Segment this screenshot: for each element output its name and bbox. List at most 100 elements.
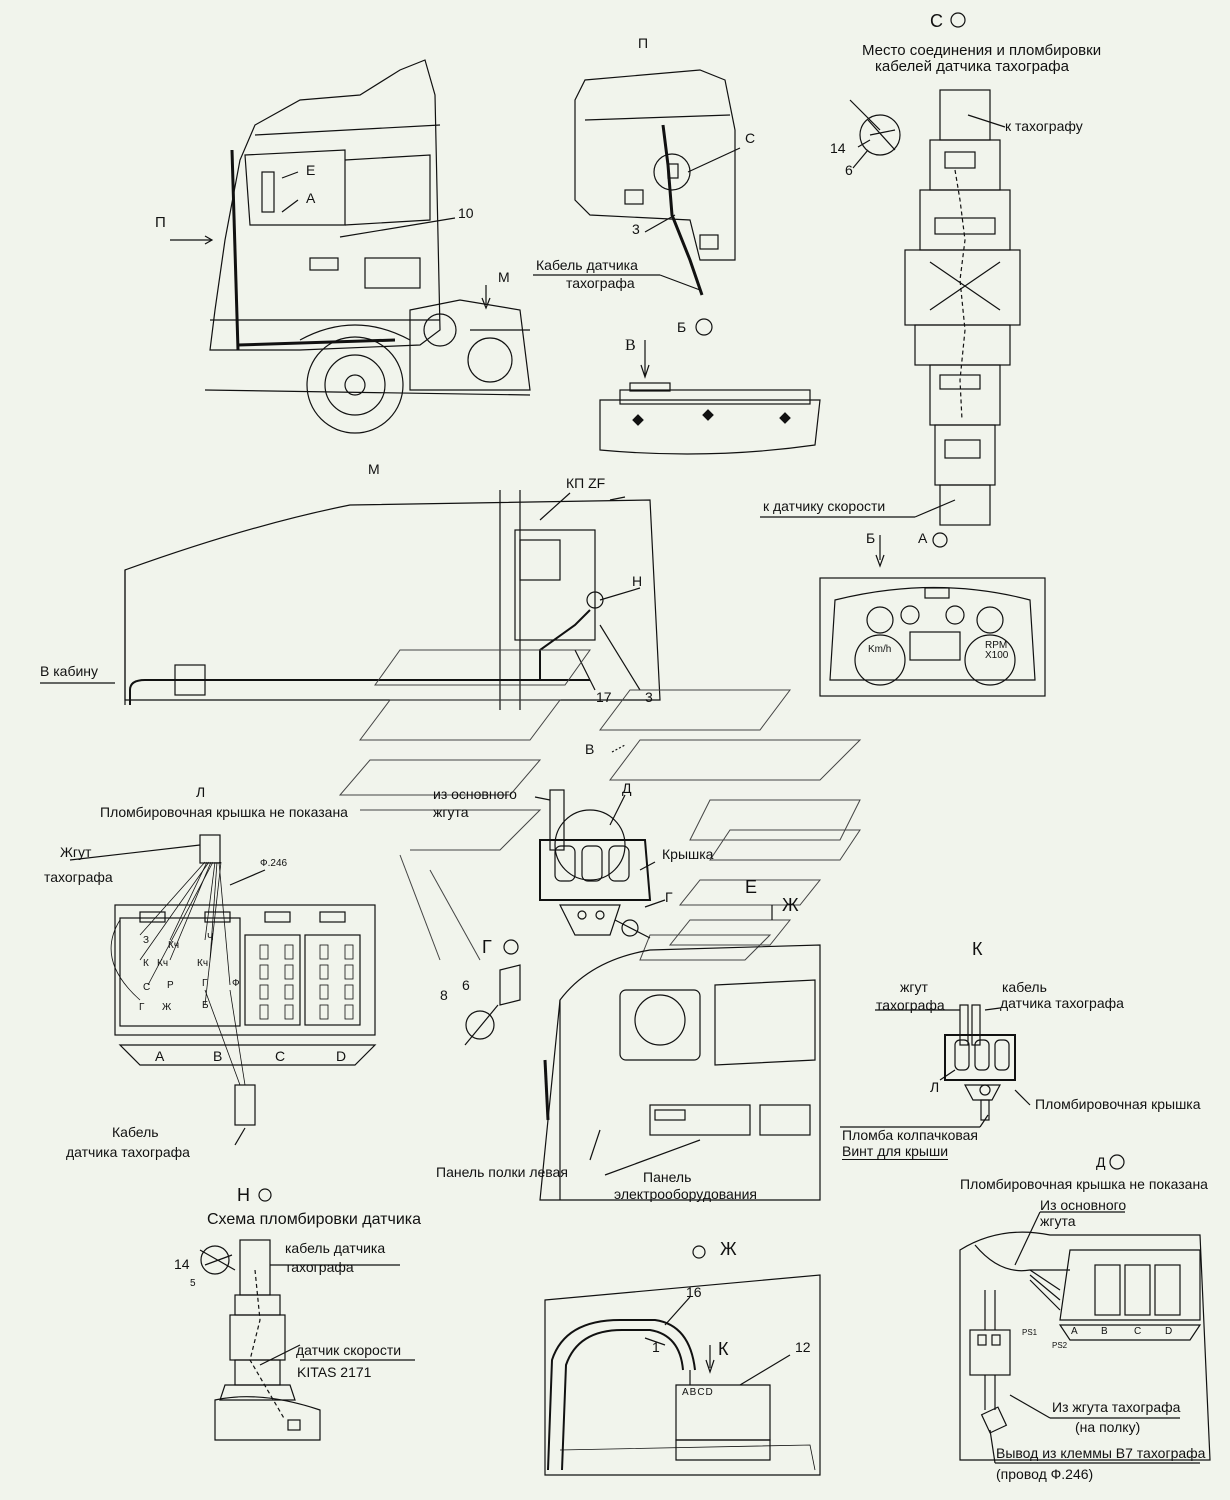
- view-zh-box: [544, 1245, 821, 1476]
- zh-num-1: 1: [652, 1339, 660, 1355]
- view-k-label: К: [972, 939, 983, 959]
- cab-p-arrow-label: П: [155, 214, 166, 231]
- cab-side-view: [170, 59, 531, 434]
- pin-z: З: [143, 935, 150, 946]
- view-g-seal: [464, 939, 521, 1046]
- pin-b: Б: [202, 1000, 209, 1011]
- k-l-label: Л: [930, 1079, 940, 1095]
- g-num-8: 8: [440, 987, 448, 1003]
- elec-panel-1: Панель: [643, 1169, 692, 1185]
- d-block-c: C: [1134, 1326, 1142, 1337]
- view-d-connector: [959, 1154, 1211, 1464]
- pin-kch-2: Кч: [157, 958, 169, 969]
- frame-view-m: [40, 490, 661, 710]
- view-a-ref: А: [918, 530, 928, 546]
- k-cover-label: Пломбировочная крышка: [1035, 1096, 1201, 1112]
- view-s-title-1: Место соединения и пломбировки: [862, 42, 1102, 59]
- view-p-drawing: [533, 69, 741, 336]
- pin-kch-1: Кч: [168, 940, 180, 951]
- center-d-label: Д: [622, 780, 632, 796]
- fuse-block-l: [69, 834, 377, 1146]
- view-v-bracket: [599, 340, 821, 455]
- from-main-1: из основного: [433, 786, 517, 802]
- k-harness-1: жгут: [900, 979, 928, 995]
- to-tachograph-label: к тахографу: [1005, 118, 1083, 134]
- l-harness-2: тахографа: [44, 869, 113, 885]
- block-a: A: [155, 1048, 165, 1064]
- pin-ch: Ч: [207, 932, 214, 943]
- view-n-label: Н: [237, 1185, 250, 1205]
- center-connector: [534, 744, 666, 939]
- k-cable-1: кабель: [1002, 979, 1047, 995]
- screw-label: Винт для крыши: [842, 1143, 949, 1160]
- center-e-label: Е: [745, 877, 758, 897]
- view-p-num-3: 3: [632, 221, 640, 237]
- view-m-label: М: [368, 461, 380, 477]
- center-zh-label: Ж: [782, 895, 799, 915]
- pin-r: Р: [167, 980, 174, 991]
- cab-m-label: М: [498, 269, 510, 285]
- d-from-tacho-2: (на полку): [1075, 1419, 1141, 1435]
- background-chevrons: [338, 649, 862, 961]
- view-s-title-2: кабелей датчика тахографа: [875, 58, 1069, 75]
- d-from-main-2: жгута: [1040, 1213, 1076, 1229]
- to-cab-label: В кабину: [40, 663, 99, 679]
- view-p-cable-2: тахографа: [566, 275, 635, 291]
- view-b-label: Б: [866, 530, 876, 546]
- rpm-label: RPM: [985, 640, 1008, 651]
- block-b: B: [213, 1048, 223, 1064]
- s-num-14: 14: [830, 140, 846, 156]
- d-from-tacho-1: Из жгута тахографа: [1052, 1399, 1181, 1415]
- kp-zf-label: КП ZF: [566, 475, 606, 491]
- l-cable-2: датчика тахографа: [66, 1144, 190, 1160]
- seal-label: Пломба колпачковая: [842, 1127, 979, 1143]
- view-n-title: Схема пломбировки датчика: [207, 1211, 422, 1228]
- d-out-2: (провод Ф.246): [996, 1466, 1094, 1482]
- view-p-c: С: [745, 130, 756, 146]
- view-k-connector: [840, 1004, 1031, 1128]
- k-harness-2: тахографа: [876, 997, 945, 1013]
- pin-g-2: Г: [139, 1002, 145, 1013]
- from-main-2: жгута: [433, 804, 469, 820]
- elec-panel-2: электрооборудования: [614, 1186, 757, 1202]
- view-n-sensor: [199, 1188, 415, 1441]
- pin-s: С: [143, 982, 151, 993]
- m-n-label: Н: [632, 573, 643, 589]
- d-from-main-1: Из основного: [1040, 1197, 1127, 1213]
- cab-num-10: 10: [458, 205, 474, 221]
- d-block-d: D: [1165, 1326, 1173, 1337]
- block-d: D: [336, 1048, 347, 1064]
- view-l-label: Л: [196, 784, 206, 800]
- view-p-cable-1: Кабель датчика: [536, 257, 638, 273]
- g-num-6: 6: [462, 977, 470, 993]
- view-v-label: В: [625, 337, 636, 354]
- left-shelf-panel-label: Панель полки левая: [436, 1164, 568, 1180]
- d-block-b: B: [1101, 1326, 1108, 1337]
- center-g-label: Г: [665, 889, 673, 905]
- n-cable-2: тахографа: [285, 1259, 354, 1275]
- cab-a-label: А: [306, 190, 316, 206]
- cab-e-label: Е: [306, 162, 316, 178]
- f246-label: Ф.246: [260, 858, 288, 869]
- kmh-label: Km/h: [868, 644, 892, 655]
- view-zh-label: Ж: [720, 1239, 737, 1259]
- pin-zh: Ж: [162, 1002, 172, 1013]
- view-v-small-label: В: [585, 741, 595, 757]
- view-s-label: С: [930, 11, 943, 31]
- l-harness-1: Жгут: [60, 844, 92, 860]
- k-cable-2: датчика тахографа: [1000, 995, 1124, 1011]
- n-cable-1: кабель датчика: [285, 1240, 386, 1256]
- view-g-label: Г: [482, 937, 492, 957]
- view-p-label: П: [638, 35, 649, 51]
- x100-label: X100: [985, 650, 1009, 661]
- cover-label: Крышка: [662, 846, 714, 862]
- zh-num-12: 12: [795, 1339, 811, 1355]
- view-d-note: Пломбировочная крышка не показана: [960, 1176, 1208, 1192]
- ps1-label: PS1: [1022, 1328, 1038, 1337]
- s-num-6: 6: [845, 162, 853, 178]
- ps2-label: PS2: [1052, 1341, 1068, 1350]
- pin-g-1: Г: [202, 978, 208, 989]
- to-speed-sensor-label: к датчику скорости: [763, 498, 886, 514]
- n-num-5: 5: [190, 1278, 196, 1289]
